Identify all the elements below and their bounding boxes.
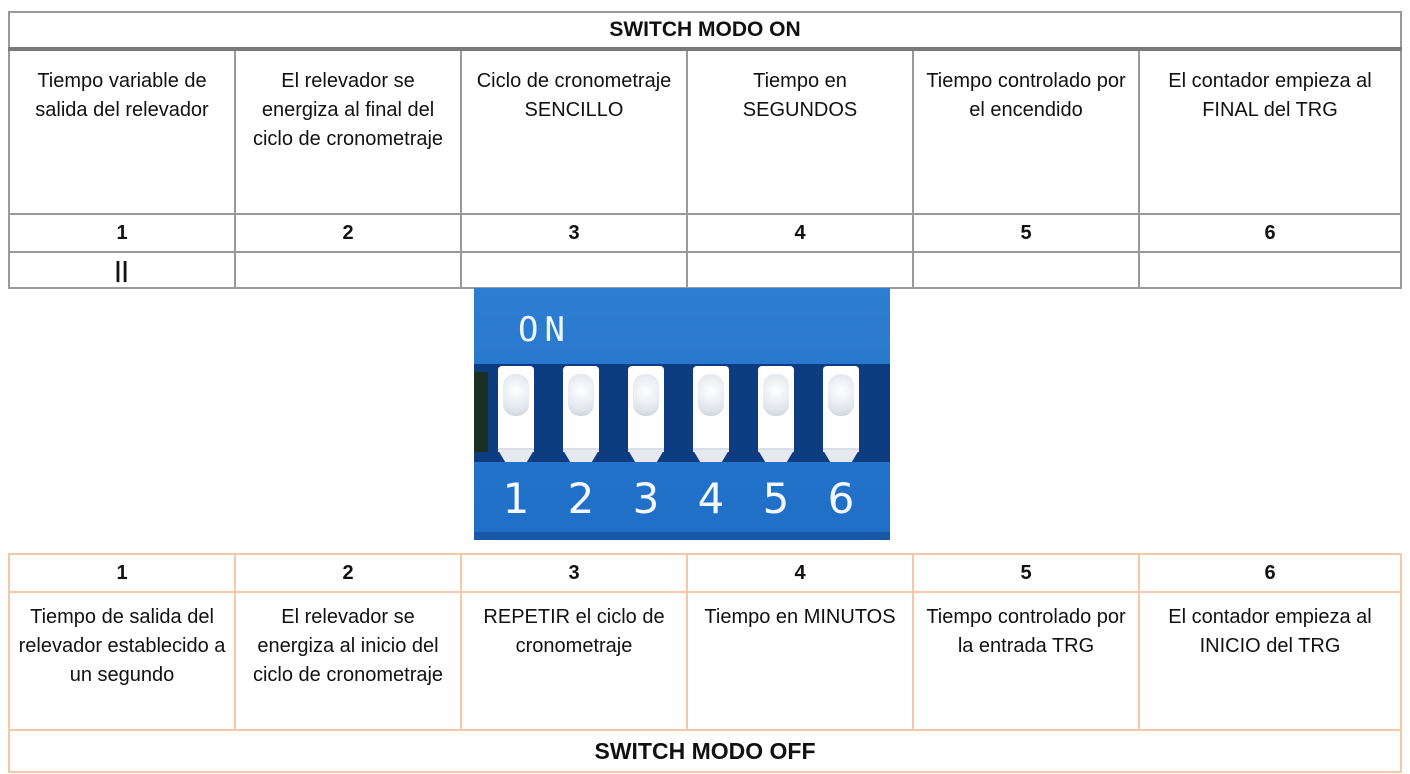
on-number-3: 3 [460,213,688,253]
switch-off-table: 1 2 3 4 5 6 Tiempo de salida del relevad… [8,553,1402,773]
off-table-title: SWITCH MODO OFF [8,729,1402,773]
dip-switch-6 [823,366,859,452]
on-state-1: || [8,251,236,289]
on-description-5: Tiempo controlado por el encendido [912,48,1140,215]
on-description-3: Ciclo de cronometraje SENCILLO [460,48,688,215]
on-state-3 [460,251,688,289]
off-description-4: Tiempo en MINUTOS [686,591,914,731]
dip-switch-image: ON 1 2 3 4 5 6 [474,288,890,540]
dip-bottom-edge [474,532,890,540]
on-description-6: El contador empieza al FINAL del TRG [1137,48,1403,215]
on-state-6 [1137,251,1403,289]
on-description-4: Tiempo en SEGUNDOS [686,48,914,215]
on-number-1: 1 [8,213,236,253]
dip-switch-4 [693,366,729,452]
dip-slot-edge [474,372,488,452]
dip-on-label: ON [518,310,571,350]
off-number-2: 2 [234,553,462,593]
on-number-5: 5 [912,213,1140,253]
dip-switch-1 [498,366,534,452]
off-number-4: 4 [686,553,914,593]
on-state-4 [686,251,914,289]
dip-slot [474,364,890,462]
off-description-1: Tiempo de salida del relevador estableci… [8,591,236,731]
dip-label-1: 1 [502,474,530,523]
dip-switch-2 [563,366,599,452]
off-number-5: 5 [912,553,1140,593]
dip-switch-3 [628,366,664,452]
on-description-2: El relevador se energiza al final del ci… [234,48,462,215]
on-state-5 [912,251,1140,289]
dip-label-5: 5 [762,474,790,523]
off-description-5: Tiempo controlado por la entrada TRG [912,591,1140,731]
on-number-2: 2 [234,213,462,253]
off-number-6: 6 [1138,553,1402,593]
dip-label-6: 6 [827,474,855,523]
dip-label-2: 2 [567,474,595,523]
dip-label-3: 3 [632,474,660,523]
on-table-title: SWITCH MODO ON [7,11,1403,51]
off-number-3: 3 [460,553,688,593]
off-description-6: El contador empieza al INICIO del TRG [1138,591,1402,731]
off-number-1: 1 [8,553,236,593]
switch-on-table: SWITCH MODO ON Tiempo variable de salida… [7,11,1403,289]
dip-switch-5 [758,366,794,452]
off-description-2: El relevador se energiza al inicio del c… [234,591,462,731]
on-description-1: Tiempo variable de salida del relevador [8,48,236,215]
on-number-4: 4 [686,213,914,253]
on-number-6: 6 [1137,213,1403,253]
off-description-3: REPETIR el ciclo de cronometraje [460,591,688,731]
dip-label-4: 4 [697,474,725,523]
on-state-2 [234,251,462,289]
